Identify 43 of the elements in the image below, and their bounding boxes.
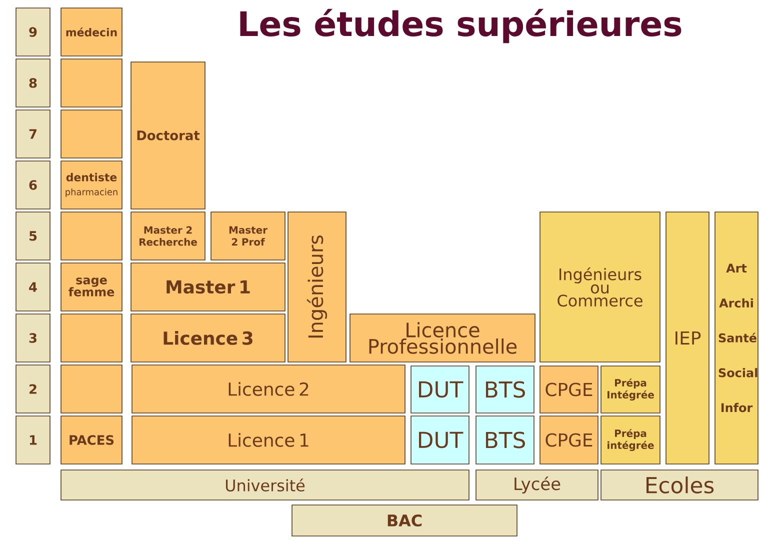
study-box xyxy=(60,58,122,108)
study-box: Ingénieurs ou Commerce xyxy=(540,212,660,362)
year-box: 5 xyxy=(16,212,50,260)
year-box: 9 xyxy=(16,8,50,56)
study-box: DUT xyxy=(410,416,470,464)
year-box: 7 xyxy=(16,110,50,158)
study-box: IEP xyxy=(666,212,710,464)
study-box: Licence 2 xyxy=(132,364,406,414)
year-box: 2 xyxy=(16,364,50,414)
study-box: DUT xyxy=(410,366,470,414)
study-box: BTS xyxy=(476,366,534,414)
study-box xyxy=(60,212,122,260)
year-box: 1 xyxy=(16,416,50,464)
study-box: CPGE xyxy=(540,366,598,414)
year-box: 4 xyxy=(16,262,50,312)
study-box: CPGE xyxy=(540,416,598,464)
year-box: 3 xyxy=(16,314,50,362)
study-box: Ingénieurs xyxy=(288,212,346,362)
study-box: BTS xyxy=(476,416,534,464)
study-box: Art Archi Santé Social Infor xyxy=(714,212,758,464)
study-box: Licence 1 xyxy=(132,416,406,464)
study-box: Licence 3 xyxy=(130,314,286,362)
study-box: médecin xyxy=(60,8,122,56)
year-box: 8 xyxy=(16,58,50,108)
year-box: 6 xyxy=(16,160,50,210)
study-box: Master 2 Prof xyxy=(210,212,286,260)
study-box: Master 1 xyxy=(130,262,286,312)
study-box xyxy=(60,314,122,362)
study-box: PACES xyxy=(60,416,122,464)
study-box: Master 2 Recherche xyxy=(130,212,206,260)
study-box: Prépa Intégrée xyxy=(600,366,660,414)
institution-box: Université xyxy=(60,470,470,500)
study-box xyxy=(60,364,122,414)
study-box: sage femme xyxy=(60,262,122,312)
institution-box: Lycée xyxy=(476,470,598,500)
study-box: Licence Professionnelle xyxy=(350,314,536,362)
title: Les études supérieures xyxy=(240,8,682,44)
institution-box: BAC xyxy=(292,504,518,536)
study-box xyxy=(60,110,122,158)
study-box: Doctorat xyxy=(130,62,206,210)
study-box: dentiste pharmacien xyxy=(60,160,122,210)
study-box: Prépa intégrée xyxy=(600,416,660,464)
institution-box: Ecoles xyxy=(600,470,758,500)
